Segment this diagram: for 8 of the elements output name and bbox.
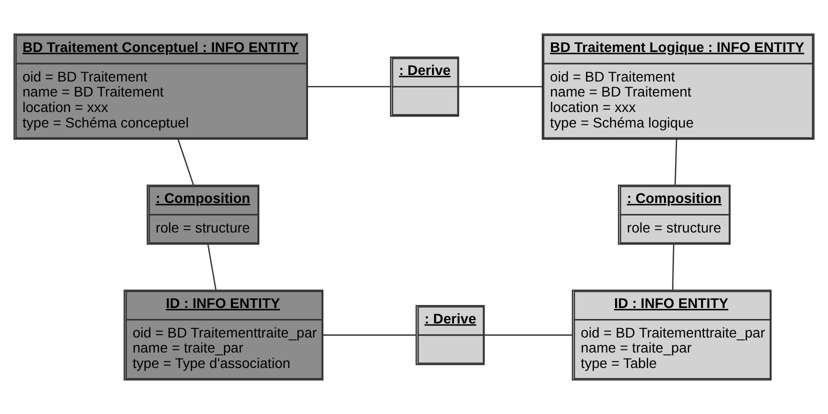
- connector: [177, 139, 194, 186]
- connector: [672, 244, 674, 290]
- connector: [207, 244, 217, 290]
- connector: [308, 86, 390, 88]
- connector: [458, 86, 542, 88]
- connector: [323, 334, 416, 336]
- connector: [484, 334, 572, 336]
- connector: [674, 139, 678, 185]
